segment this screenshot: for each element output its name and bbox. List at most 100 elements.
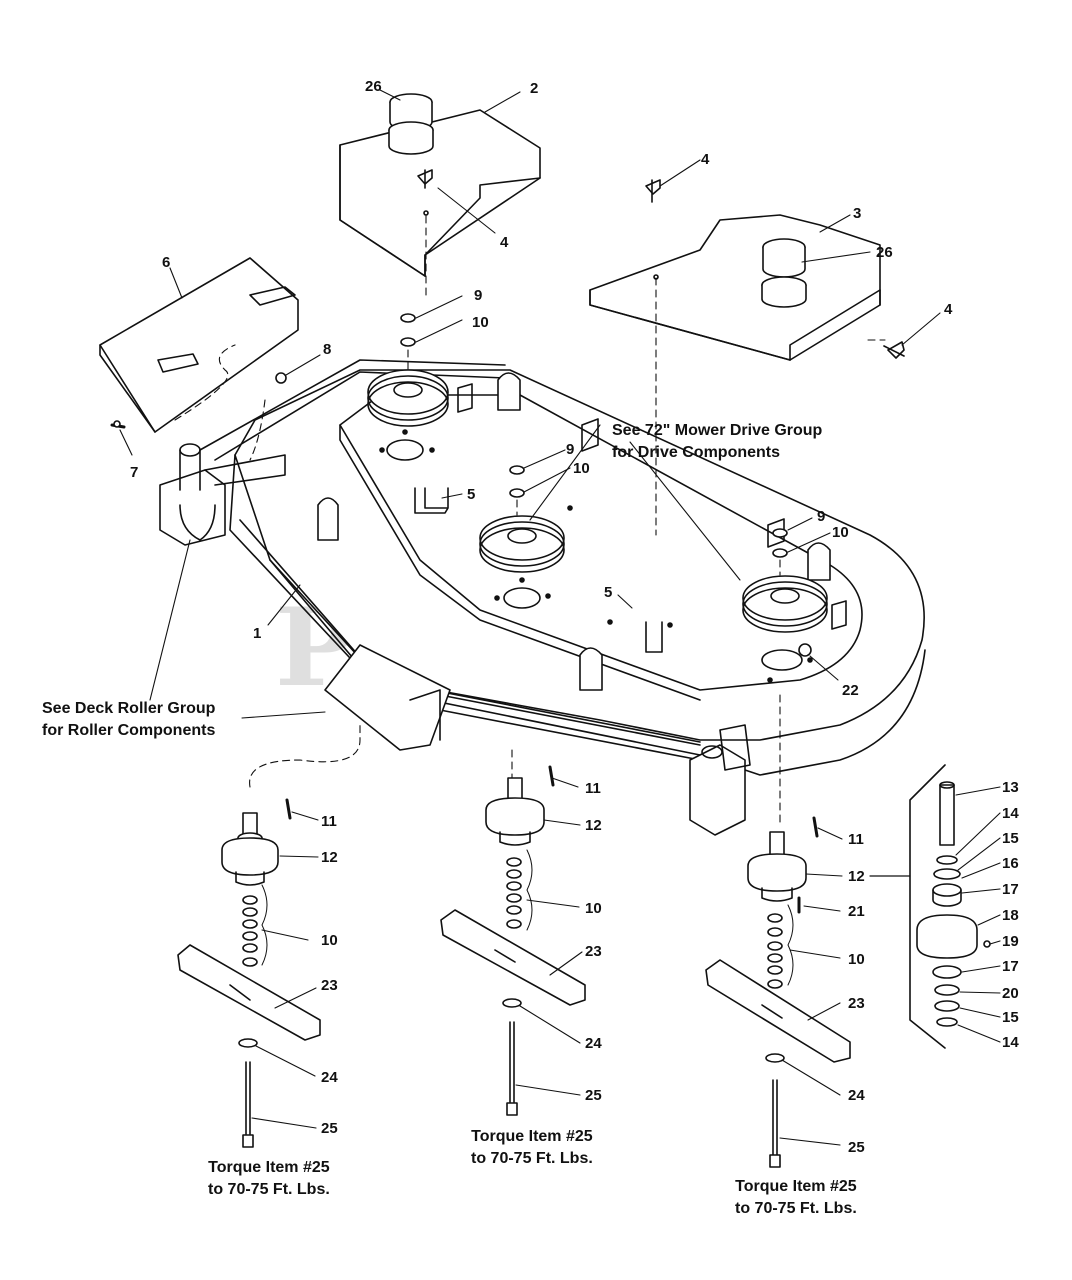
callout-25: 25: [321, 1120, 338, 1137]
callout-17: 17: [1002, 958, 1019, 975]
callout-1: 1: [253, 625, 261, 642]
callout-14: 14: [1002, 805, 1019, 822]
callout-4: 4: [500, 234, 509, 251]
torque-right-line-2: to 70-75 Ft. Lbs.: [735, 1200, 857, 1217]
torque-center-line-2: to 70-75 Ft. Lbs.: [471, 1150, 593, 1167]
callout-9: 9: [474, 287, 482, 304]
callout-22: 22: [842, 682, 859, 699]
callout-16: 16: [1002, 855, 1019, 872]
roller-note-line-2: for Roller Components: [42, 722, 216, 739]
callout-13: 13: [1002, 779, 1019, 796]
spindle-center: [485, 765, 555, 931]
nut-washer-right: [772, 528, 788, 558]
nut-22: [798, 643, 812, 657]
callout-14: 14: [1002, 1034, 1019, 1051]
callout-8: 8: [323, 341, 331, 358]
belt-cover-left: [339, 109, 541, 277]
deck-roller-left: [159, 443, 286, 546]
bolt-center: [502, 998, 522, 1116]
pulley-center: [479, 515, 565, 573]
callout-23: 23: [848, 995, 865, 1012]
callout-17: 17: [1002, 881, 1019, 898]
callout-25: 25: [848, 1139, 865, 1156]
spindle-left: [221, 798, 292, 967]
callout-10: 10: [585, 900, 602, 917]
callout-15: 15: [1002, 830, 1019, 847]
callout-25: 25: [585, 1087, 602, 1104]
wing-nut-4-top-right: [645, 179, 661, 280]
belt-cover-right: [589, 214, 881, 361]
callout-26: 26: [876, 244, 893, 261]
wing-nut-4-right: [883, 341, 905, 359]
leader-lines: [119, 89, 1001, 1146]
callout-20: 20: [1002, 985, 1019, 1002]
callout-4: 4: [701, 151, 710, 168]
callout-10: 10: [321, 932, 338, 949]
side-guard: [99, 257, 299, 433]
callout-11: 11: [321, 813, 337, 830]
callout-24: 24: [321, 1069, 338, 1086]
torque-note-right: Torque Item #25 to 70-75 Ft. Lbs.: [735, 1176, 857, 1220]
bolt-left: [238, 1038, 258, 1148]
nut-8: [275, 372, 287, 384]
nut-washer-left: [400, 313, 416, 347]
callout-2: 2: [530, 80, 538, 97]
callout-23: 23: [585, 943, 602, 960]
torque-note-left: Torque Item #25 to 70-75 Ft. Lbs.: [208, 1157, 330, 1201]
torque-left-line-1: Torque Item #25: [208, 1159, 330, 1176]
callout-10: 10: [848, 951, 865, 968]
callout-19: 19: [1002, 933, 1019, 950]
callout-15: 15: [1002, 1009, 1019, 1026]
callout-10: 10: [573, 460, 590, 477]
callout-9: 9: [566, 441, 574, 458]
knob-26-right: [761, 238, 807, 308]
spindle-right: [747, 816, 819, 989]
callout-5: 5: [467, 486, 475, 503]
callout-24: 24: [848, 1087, 865, 1104]
drive-note-line-2: for Drive Components: [612, 444, 781, 461]
torque-note-center: Torque Item #25 to 70-75 Ft. Lbs.: [471, 1126, 593, 1170]
callout-23: 23: [321, 977, 338, 994]
deck-roller-right: [689, 724, 751, 836]
roller-group-note: See Deck Roller Group for Roller Compone…: [42, 698, 215, 742]
alignment-lines: [174, 215, 886, 826]
bolt-7: [110, 420, 126, 429]
callout-18: 18: [1002, 907, 1019, 924]
nut-washer-center: [509, 465, 525, 498]
roller-note-line-1: See Deck Roller Group: [42, 700, 216, 717]
callout-21: 21: [848, 903, 865, 920]
spindle-detail: [869, 764, 991, 1049]
callout-11: 11: [585, 780, 601, 797]
mower-deck: [199, 359, 926, 776]
callout-7: 7: [130, 464, 138, 481]
torque-left-line-2: to 70-75 Ft. Lbs.: [208, 1181, 330, 1198]
pulley-left: [367, 369, 449, 427]
torque-right-line-1: Torque Item #25: [735, 1178, 857, 1195]
callout-6: 6: [162, 254, 170, 271]
pulley-right: [742, 575, 828, 633]
callout-12: 12: [585, 817, 602, 834]
callout-26: 26: [365, 78, 382, 95]
callout-4: 4: [944, 301, 953, 318]
blade-right: [705, 959, 851, 1063]
blade-left: [177, 944, 321, 1041]
callout-12: 12: [848, 868, 865, 885]
callout-numbers: 26 2 4 4 3 26 4 6 8 7 9 10 9 10 5 5 9 10…: [130, 78, 1019, 1156]
knob-26-left: [388, 93, 434, 155]
callout-24: 24: [585, 1035, 602, 1052]
callout-5: 5: [604, 584, 612, 601]
callout-10: 10: [832, 524, 849, 541]
bolt-right: [765, 1053, 785, 1168]
drive-note-line-1: See 72" Mower Drive Group: [612, 422, 823, 439]
blade-center: [440, 909, 586, 1006]
callout-10: 10: [472, 314, 489, 331]
callout-3: 3: [853, 205, 861, 222]
callout-9: 9: [817, 508, 825, 525]
drive-group-note: See 72" Mower Drive Group for Drive Comp…: [612, 420, 822, 464]
callout-11: 11: [848, 831, 864, 848]
torque-center-line-1: Torque Item #25: [471, 1128, 593, 1145]
wing-nut-4-top-left: [417, 169, 433, 216]
callout-12: 12: [321, 849, 338, 866]
